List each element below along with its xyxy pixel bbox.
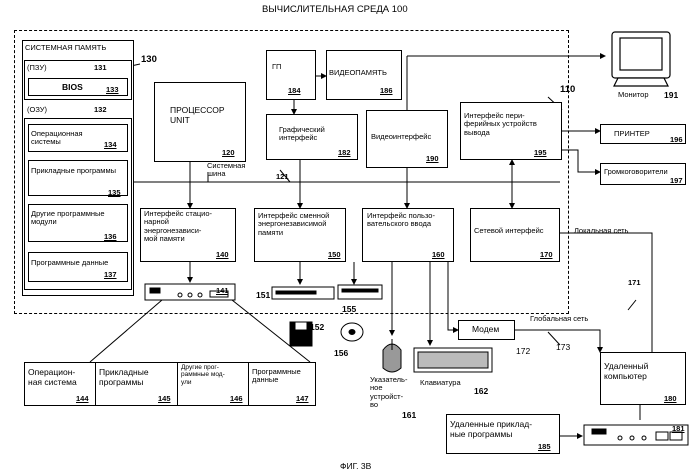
printer-number: 196 [670,135,683,144]
floppy-disk-number: 152 [310,322,324,332]
bios-label: BIOS [62,82,83,92]
apps-label: Прикладные программы [31,166,116,175]
hdd-number: 141 [216,286,229,295]
cd-disk-number: 156 [334,348,348,358]
input-interface-label: Интерфейс пользо- вательского ввода [367,212,435,229]
ram-label: (ОЗУ) [27,105,47,114]
storage-data-label: Программные данные [252,368,301,385]
peripheral-interface-number: 195 [534,148,547,157]
gpu-label: ГП [272,62,281,71]
os-label: Операционная системы [31,130,83,147]
ram-number: 132 [94,105,107,114]
graphics-interface-number: 182 [338,148,351,157]
cd-drive-number: 155 [342,304,356,314]
remote-apps-number: 185 [538,442,551,451]
lan-label: Локальная сеть [574,226,628,235]
gpu-number: 184 [288,86,301,95]
keyboard-shape [414,348,492,372]
network-interface-label: Сетевой интерфейс [474,226,544,235]
video-memory-label: ВИДЕОПАМЯТЬ [329,68,387,77]
pointing-device-number: 161 [402,410,416,420]
env2-ref: 110 [560,84,575,95]
keyboard-label: Клавиатура [420,378,461,387]
lan-number: 171 [628,278,641,287]
system-bus-number: 121 [276,172,289,181]
apps-number: 135 [108,188,121,197]
graphics-interface-label: Графический интерфейс [279,126,325,143]
modem-label: Модем [472,324,499,334]
removable-interface-label: Интерфейс сменной энергонезависимой памя… [258,212,329,237]
storage-os-label: Операцион- ная система [28,368,77,387]
video-interface-label: Видеоинтерфейс [371,132,431,141]
rom-number: 131 [94,63,107,72]
system-bus-label: Системная шина [207,162,245,179]
system-memory-label: СИСТЕМНАЯ ПАМЯТЬ [25,43,106,52]
printer-label: ПРИНТЕР [614,129,650,138]
floppy-drive-number: 151 [256,290,270,300]
input-interface-number: 160 [432,250,445,259]
speakers-number: 197 [670,176,683,185]
storage-modules-number: 146 [230,394,243,403]
rom-label: (ПЗУ) [27,63,47,72]
remote-computer-label: Удаленный компьютер [604,362,648,381]
keyboard-number: 162 [474,386,488,396]
figure-title: ВЫЧИСЛИТЕЛЬНАЯ СРЕДА 100 [262,4,408,15]
monitor-number: 191 [664,90,678,100]
network-interface-number: 170 [540,250,553,259]
remote-apps-label: Удаленные приклад- ные программы [450,420,532,439]
wan-number: 173 [556,342,570,352]
remote-computer-number: 180 [664,394,677,403]
monitor-label: Монитор [618,90,649,99]
cpu-label: ПРОЦЕССОР UNIT [170,106,225,125]
mouse-shape [383,339,401,372]
modules-number: 136 [104,232,117,241]
data-label: Программные данные [31,258,108,267]
wan-label: Глобальная сеть [530,314,588,323]
bios-number: 133 [106,85,119,94]
speakers-label: Громкоговорители [604,167,668,176]
data-number: 137 [104,270,117,279]
storage-os-number: 144 [76,394,89,403]
storage-modules-label: Другие прог- раммные мод- ули [181,364,225,386]
modem-number: 172 [516,346,530,356]
nonremovable-interface-label: Интерфейс стацио- нарной энергонезависи-… [144,210,212,244]
video-interface-number: 190 [426,154,439,163]
modules-label: Другие программные модули [31,210,105,227]
cd-disk-shape [341,323,363,341]
monitor-shape [612,32,670,86]
env-ref: 130 [141,54,157,65]
video-memory-number: 186 [380,86,393,95]
storage-apps-number: 145 [158,394,171,403]
nonremovable-interface-number: 140 [216,250,229,259]
peripheral-interface-label: Интерфейс пери- ферийных устройств вывод… [464,112,537,137]
remote-hdd-number: 181 [672,424,685,433]
figure-caption: ФИГ. 3В [340,461,371,471]
cpu-number: 120 [222,148,235,157]
storage-apps-label: Прикладные программы [99,368,149,387]
removable-interface-number: 150 [328,250,341,259]
os-number: 134 [104,140,117,149]
storage-data-number: 147 [296,394,309,403]
pointing-device-label: Указатель- ное устройст- во [370,376,407,410]
floppy-disk-shape [290,322,312,346]
